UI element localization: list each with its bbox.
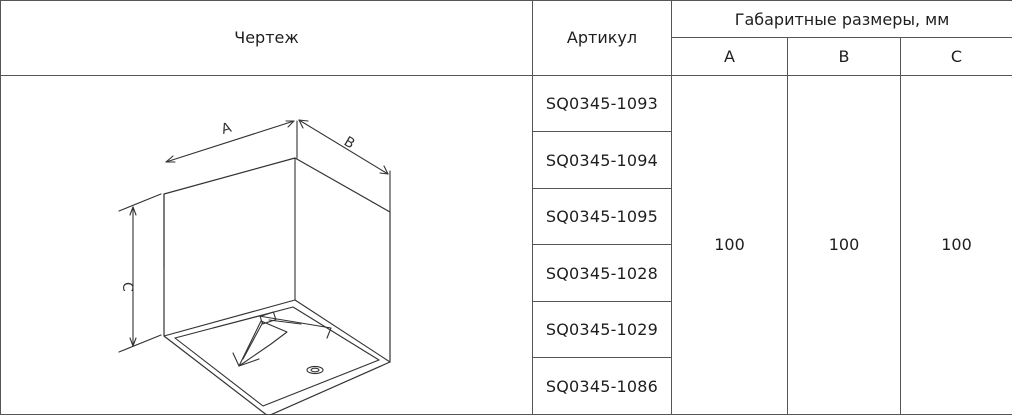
article-cell: SQ0345-1094 (533, 132, 672, 189)
dimension-label-a: A (219, 119, 233, 137)
value-c: 100 (901, 75, 1012, 414)
header-article: Артикул (533, 1, 672, 76)
dimension-label-b: B (341, 133, 357, 152)
base-inner-edge (175, 307, 379, 360)
header-dim-b: B (788, 38, 901, 75)
base-inner-front (175, 338, 379, 406)
box-outline (164, 158, 390, 415)
mounting-hole-inner (311, 368, 319, 372)
extension-line-c-top (119, 194, 161, 211)
value-a: 100 (672, 75, 788, 414)
article-cell: SQ0345-1028 (533, 245, 672, 302)
header-dimensions: Габаритные размеры, мм (672, 1, 1012, 38)
header-drawing: Чертеж (1, 1, 533, 76)
box-drawing: A B C (1, 76, 533, 415)
mounting-hole (307, 366, 323, 373)
header-dim-a: A (672, 38, 788, 75)
header-dim-c: C (901, 38, 1012, 75)
drawing-cell: A B C (1, 75, 533, 414)
lamp-body (239, 321, 287, 366)
article-cell: SQ0345-1095 (533, 188, 672, 245)
article-cell: SQ0345-1093 (533, 75, 672, 132)
value-b: 100 (788, 75, 901, 414)
base-back-edge (164, 300, 390, 362)
article-cell: SQ0345-1086 (533, 358, 672, 415)
lamp-edge (243, 322, 263, 359)
dimension-label-c: C (119, 282, 135, 292)
article-cell: SQ0345-1029 (533, 301, 672, 358)
extension-line-c-bottom (119, 335, 161, 352)
